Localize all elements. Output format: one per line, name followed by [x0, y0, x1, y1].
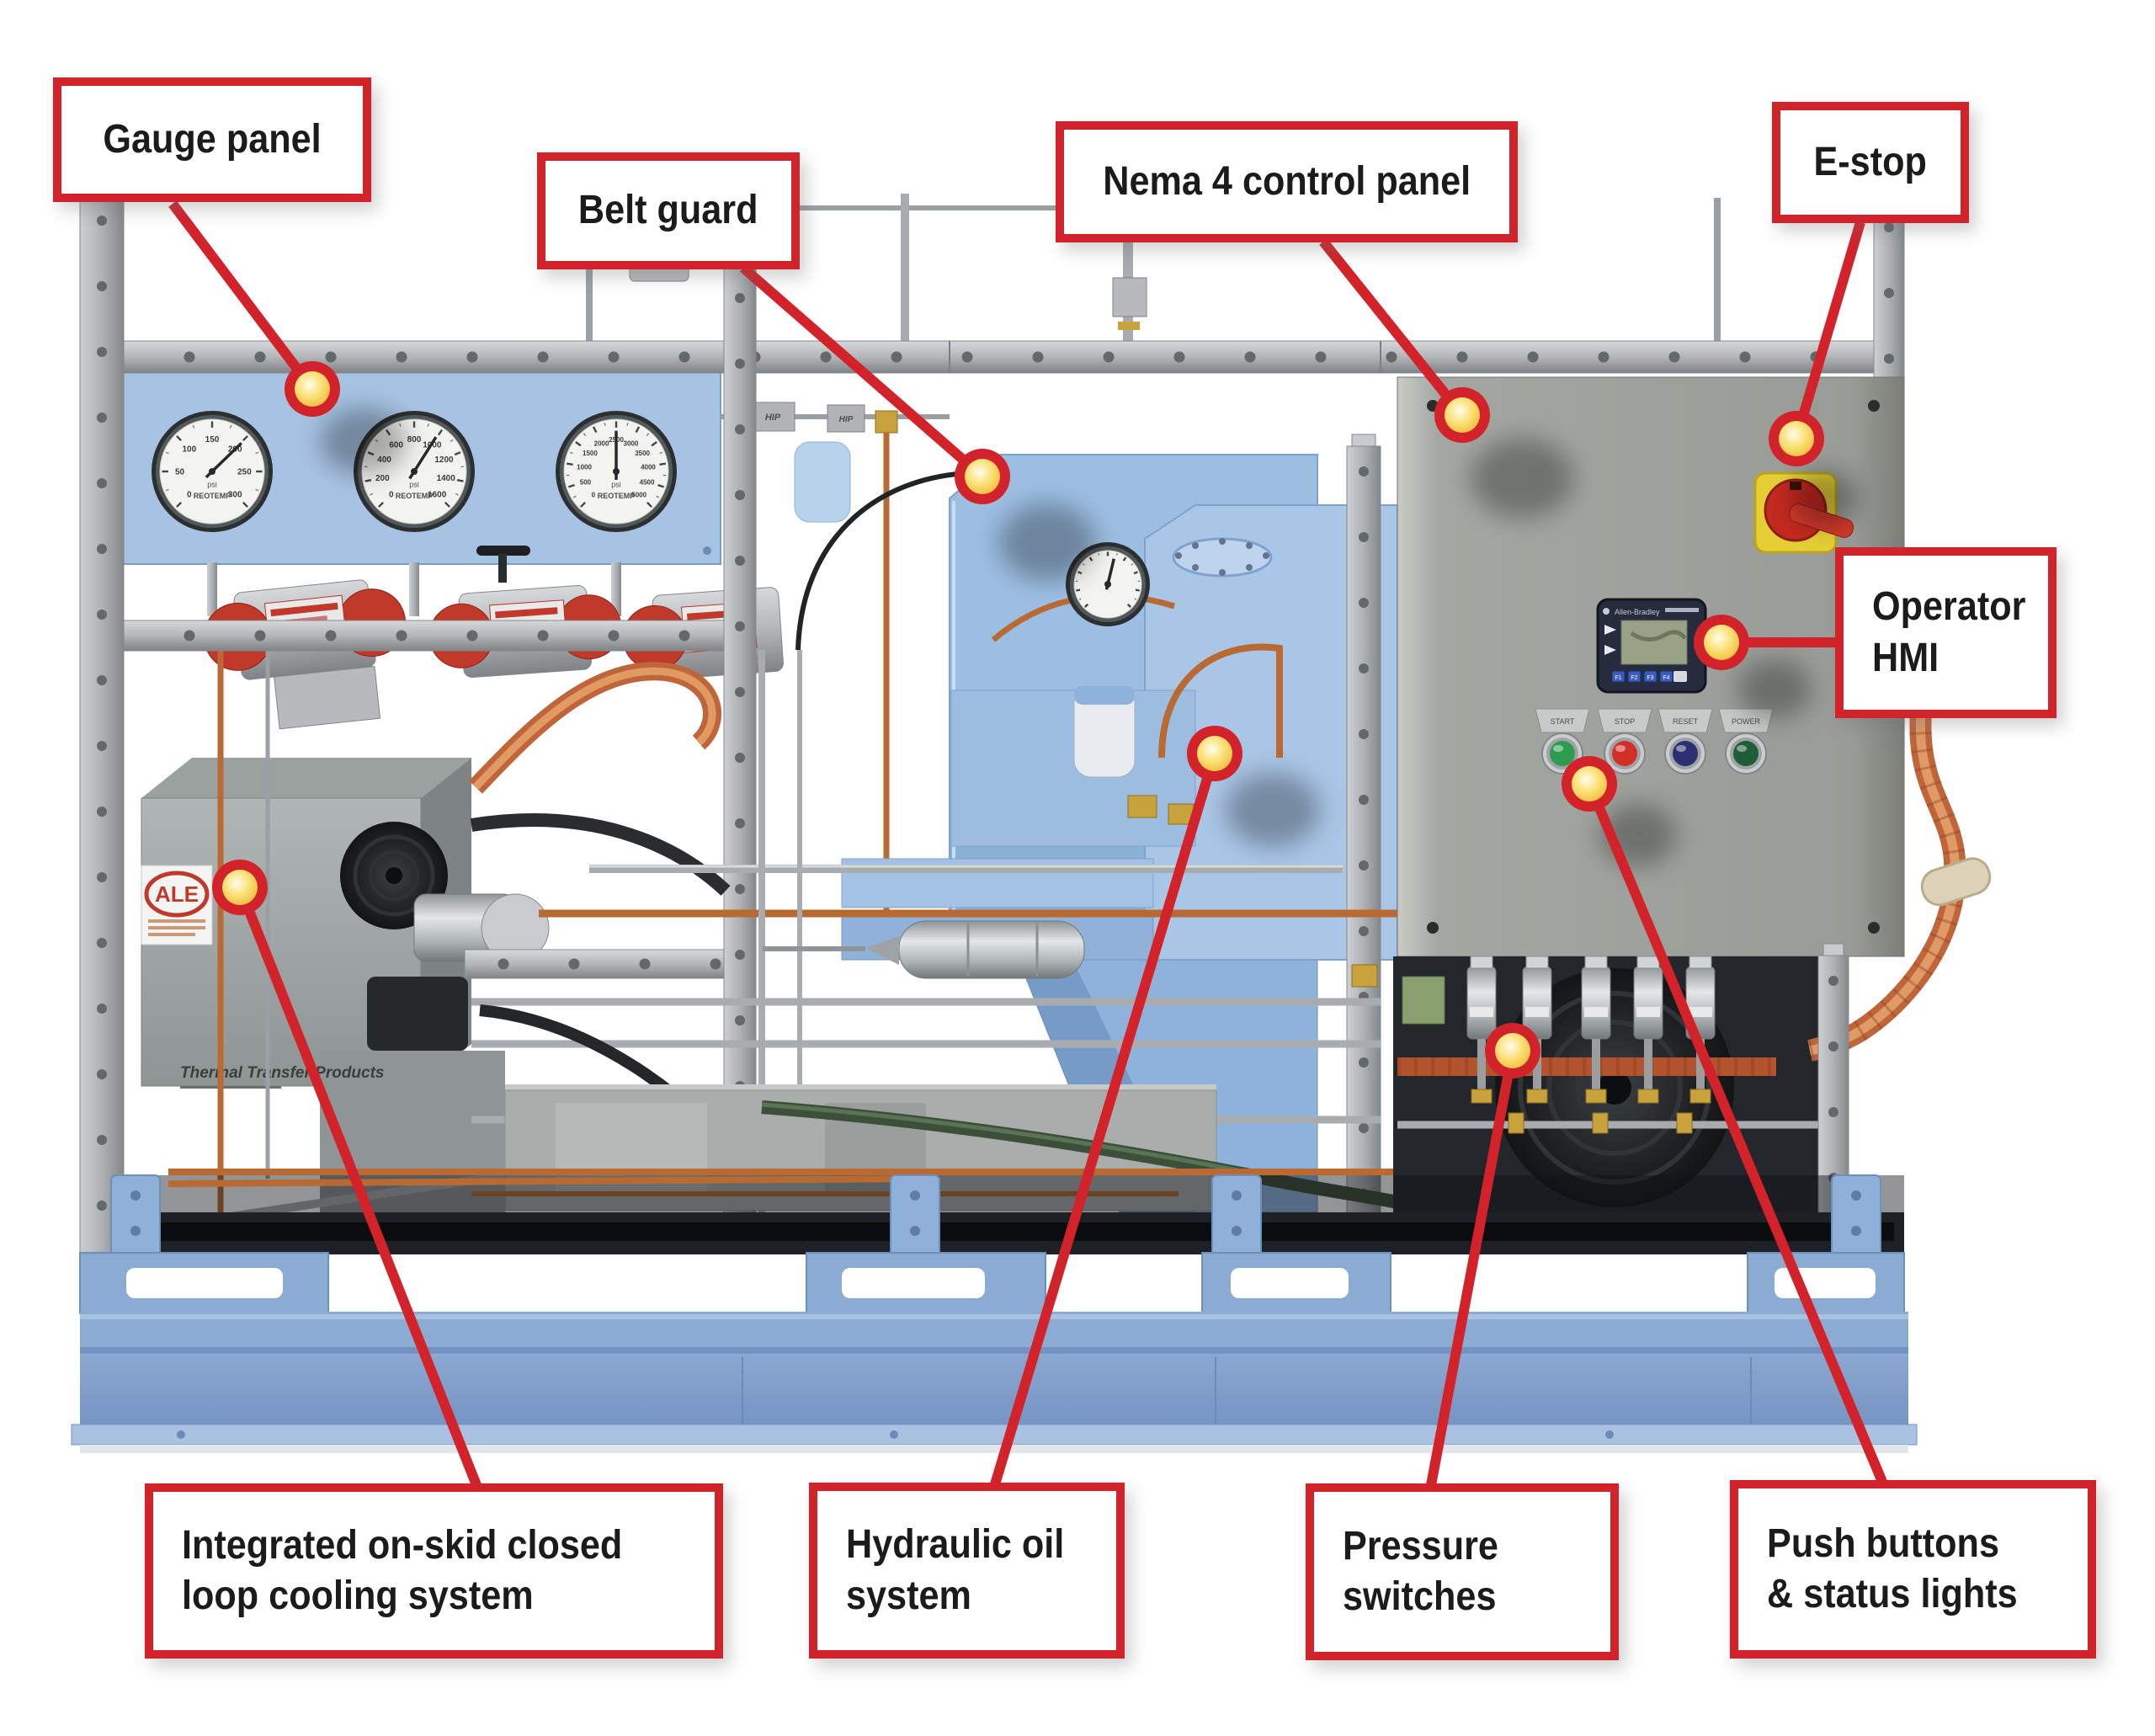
callout-label: Push buttons [1767, 1520, 1999, 1566]
push-button [1673, 741, 1698, 766]
svg-text:50: 50 [175, 468, 185, 477]
svg-text:F3: F3 [1647, 675, 1653, 681]
svg-text:0: 0 [592, 492, 596, 499]
svg-text:0: 0 [187, 491, 192, 500]
svg-text:Allen-Bradley: Allen-Bradley [1615, 608, 1660, 616]
svg-text:0: 0 [389, 491, 394, 500]
push-buttons-row: START STOP RESET POWER [1535, 708, 1774, 775]
svg-text:100: 100 [182, 445, 196, 454]
hmi-device: Allen-Bradley F1 F2 F3 F4 [1596, 598, 1707, 694]
callout-label: Hydraulic oil [846, 1522, 1065, 1568]
button-legend-plate: RESET [1673, 717, 1699, 726]
svg-text:300: 300 [228, 491, 242, 500]
skid-base [71, 1174, 1918, 1453]
callout-label: E-stop [1813, 139, 1928, 184]
svg-text:2000: 2000 [594, 439, 609, 447]
button-legend-plate: POWER [1732, 717, 1761, 726]
callout-label: HMI [1872, 635, 1940, 680]
callout-label: Operator [1872, 584, 2026, 630]
svg-text:4000: 4000 [641, 463, 656, 471]
button-legend-plate: STOP [1615, 717, 1635, 726]
svg-text:500: 500 [580, 478, 592, 486]
svg-text:200: 200 [375, 474, 390, 483]
callout-box-e-stop: E-stop [1772, 102, 1969, 223]
svg-text:4500: 4500 [640, 478, 655, 486]
push-button [1550, 741, 1575, 766]
svg-text:150: 150 [205, 435, 220, 445]
compressor-body [841, 504, 1398, 961]
gauge-panel-group: 050100150200250300psiREOTEMP020040060080… [104, 343, 721, 616]
svg-text:psi: psi [409, 481, 419, 489]
pressure-gauge: 0500100015002000250030003500400045005000… [556, 411, 677, 532]
callout-label: & status lights [1767, 1572, 2018, 1616]
callout-label: Nema 4 control panel [1103, 158, 1471, 204]
callout-box-cooling-system: Integrated on-skid closed loop cooling sy… [145, 1483, 723, 1659]
svg-text:REOTEMP: REOTEMP [194, 492, 231, 500]
svg-text:HIP: HIP [765, 413, 781, 423]
svg-text:ALE: ALE [155, 881, 199, 907]
svg-text:3500: 3500 [635, 450, 650, 457]
svg-text:F1: F1 [1615, 675, 1621, 681]
callout-label: switches [1343, 1574, 1497, 1619]
callout-box-hydraulic-oil-system: Hydraulic oil system [809, 1483, 1125, 1659]
pressure-gauge: 050100150200250300psiREOTEMP [152, 411, 273, 532]
callout-label: Gauge panel [103, 116, 322, 162]
svg-text:1000: 1000 [577, 463, 592, 471]
svg-text:REOTEMP: REOTEMP [598, 492, 636, 500]
svg-text:1400: 1400 [437, 474, 456, 483]
svg-text:5000: 5000 [631, 492, 646, 499]
svg-text:1200: 1200 [434, 455, 454, 465]
callout-box-nema-4-control-panel: Nema 4 control panel [1056, 121, 1518, 242]
cooler-unit: ALE Thermal Transfer Products [141, 650, 550, 1212]
svg-text:1600: 1600 [428, 491, 447, 500]
svg-text:F4: F4 [1663, 675, 1669, 681]
marker-shadows [320, 407, 1859, 867]
svg-text:REOTEMP: REOTEMP [396, 492, 434, 500]
svg-text:800: 800 [407, 435, 422, 445]
callout-box-pressure-switches: Pressure switches [1306, 1483, 1619, 1660]
callout-box-push-buttons: Push buttons & status lights [1730, 1480, 2096, 1659]
pressure-switch-manifold [1351, 956, 1831, 1212]
svg-text:psi: psi [611, 481, 621, 489]
svg-text:psi: psi [207, 481, 217, 489]
button-legend-plate: START [1551, 717, 1575, 726]
callout-label: system [846, 1573, 971, 1618]
callout-label: Belt guard [578, 188, 758, 233]
push-button [1612, 741, 1637, 766]
callout-label: Integrated on-skid closed [182, 1522, 623, 1568]
callout-label: Pressure [1343, 1523, 1498, 1568]
svg-text:Thermal Transfer Products: Thermal Transfer Products [180, 1064, 385, 1082]
svg-text:250: 250 [237, 468, 252, 477]
svg-text:HIP: HIP [839, 415, 854, 424]
callout-box-gauge-panel: Gauge panel [53, 77, 371, 202]
push-button [1733, 741, 1759, 766]
svg-text:1500: 1500 [583, 450, 598, 457]
svg-text:3000: 3000 [624, 439, 639, 447]
callout-box-belt-guard: Belt guard [537, 152, 800, 269]
svg-text:F2: F2 [1631, 675, 1637, 681]
callout-label: loop cooling system [182, 1574, 534, 1618]
